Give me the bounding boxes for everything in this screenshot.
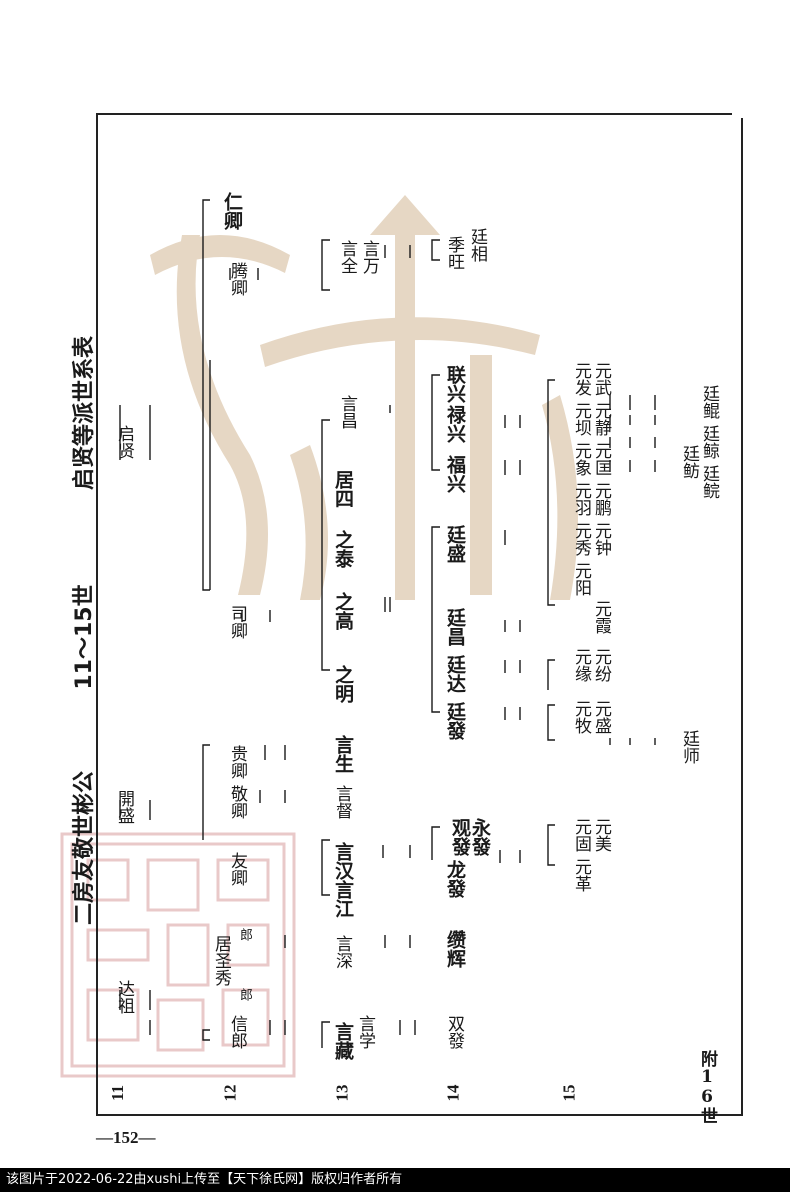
person-guanfa: 观發 (449, 818, 471, 856)
person-yuanwu: 元武 (591, 362, 611, 396)
person-zhiming: 之明 (332, 665, 354, 703)
person-yongfa: 永發 (469, 818, 491, 856)
watermark-logo (150, 195, 578, 600)
person-yuankuang: 元匡 (591, 442, 611, 476)
person-fuxing: 福兴 (444, 455, 466, 493)
frame-top (96, 113, 732, 115)
person-yuanxiu: 元秀 (571, 522, 591, 556)
person-yuanfa: 元发 (571, 362, 591, 396)
person-yansheng: 言生 (332, 735, 354, 773)
frame-bottom (96, 1114, 743, 1116)
person-lang-1: 郎 (237, 928, 252, 941)
person-yuanzhong: 元钟 (591, 522, 611, 556)
person-tengqing: 腾卿 (227, 262, 247, 296)
page-title-part2: 11～15世 (72, 584, 97, 690)
person-jusi: 居四 (332, 470, 354, 508)
person-yuanmu: 元牧 (571, 700, 591, 734)
person-shuangfa: 双發 (444, 1015, 464, 1049)
person-yuanjing: 元静 (591, 402, 611, 436)
page-number: —152— (96, 1128, 156, 1147)
person-lianxing: 联兴 (444, 365, 466, 403)
person-luxing: 禄兴 (444, 405, 466, 443)
person-zhigao: 之高 (332, 592, 354, 630)
generation-15: 15 (559, 1084, 579, 1102)
generation-11: 11 (108, 1084, 128, 1102)
person-yuange: 元革 (571, 858, 591, 892)
generation-annex-16: 附16世 (697, 1050, 717, 1124)
person-tingfang: 廷鲂 (679, 445, 699, 479)
generation-12: 12 (220, 1084, 240, 1102)
person-yuanba: 元坝 (571, 402, 591, 436)
person-dazu: 达祖 (114, 980, 134, 1014)
generation-14: 14 (443, 1084, 463, 1102)
person-yuanyuan: 元缘 (571, 648, 591, 682)
person-yanhan: 言汉 (332, 842, 354, 880)
person-tingshi: 廷师 (679, 730, 699, 764)
person-zhitai: 之泰 (332, 530, 354, 568)
person-tingfa: 廷發 (444, 702, 466, 740)
person-yanchang: 言昌 (337, 395, 357, 429)
person-tinghuan: 廷鲩 (699, 465, 719, 499)
person-youqing: 友卿 (227, 852, 247, 886)
person-yuansheng: 元盛 (591, 700, 611, 734)
person-yuanxiang: 元象 (571, 442, 591, 476)
frame-left (96, 113, 98, 1116)
page-title-part3: 启贤等派世系表 (72, 336, 97, 491)
person-yanxue: 言学 (355, 1015, 375, 1049)
footer-copyright: 该图片于2022-06-22由xushi上传至【天下徐氏网】版权归作者所有 (0, 1168, 790, 1192)
person-siqing: 司卿 (227, 605, 247, 639)
person-tingjing: 廷鲸 (699, 425, 719, 459)
person-yanwan: 言万 (359, 240, 379, 274)
person-yanzang: 言藏 (332, 1022, 354, 1060)
person-longfa: 龙發 (444, 860, 466, 898)
person-tingda: 廷达 (444, 655, 466, 693)
seal-stamp (60, 832, 296, 1078)
person-yanshen: 言深 (332, 935, 352, 969)
person-kaisheng: 開盛 (114, 790, 134, 824)
person-yanjian: 言督 (332, 785, 352, 819)
person-yuanxia: 元霞 (591, 600, 611, 634)
person-yuanfen: 元纷 (591, 648, 611, 682)
person-yuanyang: 元阳 (571, 562, 591, 596)
person-yanquan: 言全 (337, 240, 357, 274)
person-yuanmei: 元美 (591, 818, 611, 852)
person-jushengxiu: 居圣秀 (211, 935, 231, 986)
generation-13: 13 (332, 1084, 352, 1102)
person-tingchang: 廷昌 (444, 608, 466, 646)
frame-right (741, 118, 743, 1114)
person-jiwang: 季旺 (444, 236, 464, 270)
person-xinlang: 信郎 (227, 1015, 247, 1049)
person-zanhui: 缵辉 (444, 930, 466, 968)
person-guiqing: 贵卿 (227, 745, 247, 779)
person-jingqing: 敬卿 (227, 785, 247, 819)
page-title-part1: 二房友敬世彬公 (72, 771, 97, 926)
person-lang-2: 郎 (237, 988, 252, 1001)
person-tingsheng: 廷盛 (444, 525, 466, 563)
person-yuanpeng: 元鹏 (591, 482, 611, 516)
person-qixian: 启贤 (114, 425, 134, 459)
person-yuangu: 元固 (571, 818, 591, 852)
person-yuanyu: 元羽 (571, 482, 591, 516)
person-tingkun: 廷鲲 (699, 385, 719, 419)
person-renqing: 仁卿 (221, 192, 243, 230)
person-tingxiang: 廷相 (467, 228, 487, 262)
person-yanjiang: 言江 (332, 880, 354, 918)
